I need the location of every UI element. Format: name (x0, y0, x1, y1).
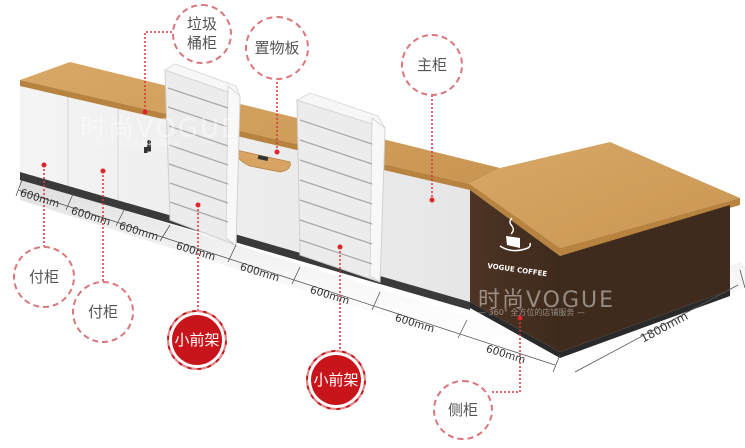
callout-label: 侧柜 (447, 400, 478, 419)
callout-small-front-rack-2: 小前架 (306, 350, 366, 410)
side-cabinet-front (470, 190, 560, 352)
callout-label: 付柜 (28, 267, 59, 286)
counter-plinth (20, 172, 470, 310)
callout-label: 小前架 (174, 330, 220, 349)
wood-countertop-wing (470, 142, 740, 248)
callout-aux-cabinet-1: 付柜 (13, 246, 75, 308)
wing-top-edge-front (470, 184, 560, 256)
small-front-rack-2-shape (295, 92, 386, 283)
leader-dots (41, 109, 523, 321)
callout-label: 置物板 (254, 38, 300, 57)
leader-lines (43, 31, 521, 393)
side-plinth-front (470, 302, 560, 358)
watermark-sub-left: — 360° 全方位的店铺服务 — (84, 139, 191, 148)
side-plinth-side (560, 290, 730, 358)
dimension-lines (15, 179, 745, 373)
trash-bin-person-icon (144, 140, 151, 153)
small-front-rack-1-shape (164, 63, 241, 246)
callout-small-front-rack-1: 小前架 (167, 310, 227, 370)
callout-label: 付柜 (87, 302, 118, 321)
wing-top-edge-side (560, 198, 740, 256)
callout-label: 主柜 (416, 55, 447, 74)
callout-side-cabinet: 侧柜 (433, 380, 493, 440)
callout-main-cabinet: 主柜 (401, 34, 463, 96)
callout-label-line2: 桶柜 (186, 34, 217, 52)
callout-trash-cabinet: 垃圾桶柜 (172, 4, 232, 64)
coffee-cup-logo-icon (499, 217, 531, 252)
callout-label-line1: 垃圾 (186, 15, 217, 33)
side-cabinet-side (560, 205, 730, 352)
watermark-main-right: 时尚VOGUE (478, 288, 616, 313)
card-reader-icon (257, 155, 269, 161)
callout-aux-cabinet-2: 付柜 (72, 281, 134, 343)
callout-shelf-board: 置物板 (245, 16, 309, 80)
watermark-main-left: 时尚VOGUE (80, 114, 240, 144)
callout-label: 小前架 (313, 370, 359, 389)
watermark-sub-right: — 360° 全方位的店铺服务 — (478, 308, 585, 317)
